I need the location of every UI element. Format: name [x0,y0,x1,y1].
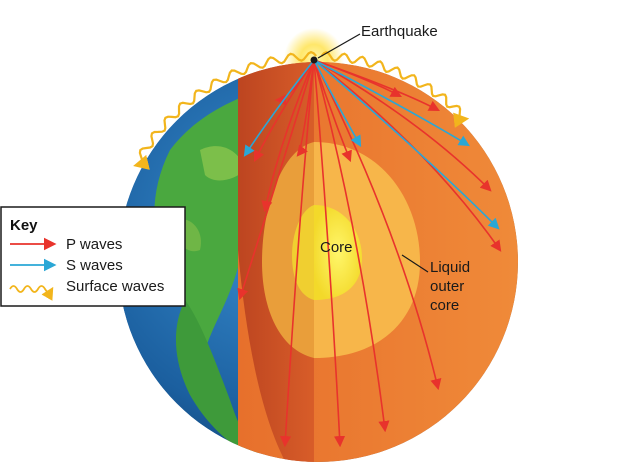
legend-box [0,206,186,307]
earthquake-label: Earthquake [361,23,438,40]
s-waves [243,59,500,230]
outer-core-label-line3: core [430,297,459,314]
inner-core [314,205,362,300]
surface-wave-left [133,50,318,170]
s-wave-path [313,59,362,147]
p-wave-path [261,59,315,213]
earthquake-epicenter [310,56,318,64]
p-wave-path [279,59,315,448]
s-wave-path [313,59,470,147]
s-wave-path [313,59,500,230]
surface-waves [133,50,470,170]
earthquake-leader-line [317,33,361,59]
p-wave-path [313,59,352,163]
surface-wave-right [320,50,470,128]
p-wave-path [313,59,402,98]
p-wave-path [296,59,315,157]
outer-core-label-line1: Liquid [430,259,470,276]
p-wave-path [237,59,315,301]
legend-item-s-waves: S waves [66,257,123,274]
legend-key: Key P waves S waves Surface waves [0,206,186,307]
outer-core-leader-line [401,254,429,273]
p-wave-path [313,59,492,192]
legend-item-surface-waves: Surface waves [66,278,164,295]
s-wave-path [243,59,315,157]
outer-core-label-line2: outer [430,278,464,295]
land-mass-south [175,300,270,462]
core-label: Core [320,239,353,256]
p-wave-path [313,59,442,391]
p-wave-path [313,59,346,448]
legend-item-p-waves: P waves [66,236,122,253]
outer-core [314,142,420,358]
yellow-wavy-arrow-icon [9,285,54,301]
legend-title: Key [10,217,38,234]
p-wave-path [313,59,390,433]
